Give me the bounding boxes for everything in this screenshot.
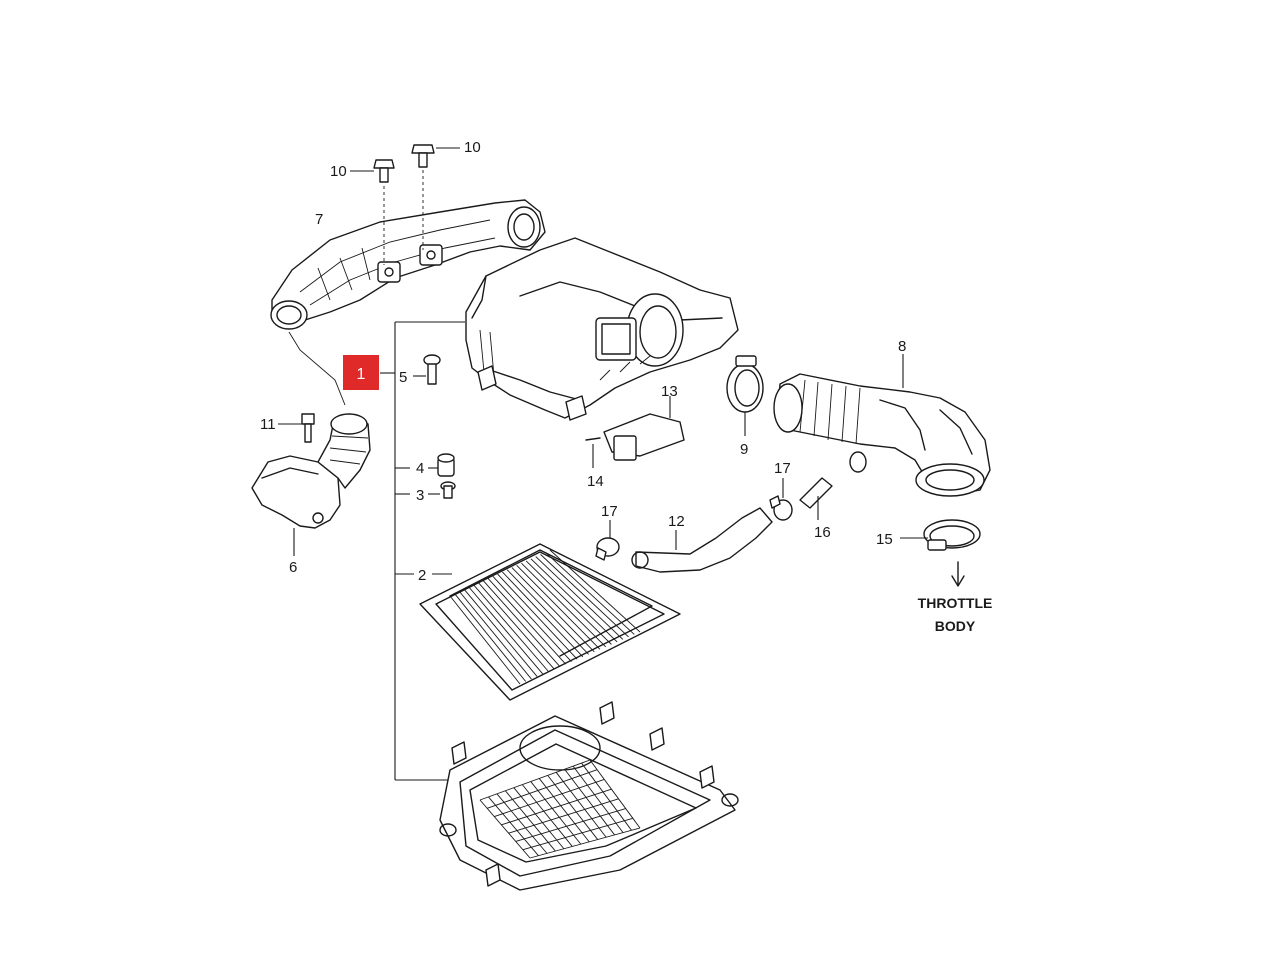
- air-cleaner-lower-housing: [439, 701, 739, 891]
- part-label-2: 2: [418, 567, 426, 584]
- bolt-10-right: [411, 144, 460, 250]
- housing-grid: [479, 759, 641, 859]
- part-label-14: 14: [587, 473, 604, 490]
- clamp-17-lower: [595, 520, 620, 561]
- bolt-10-left: [350, 159, 395, 265]
- part-label-13: 13: [661, 383, 678, 400]
- part-label-10: 10: [330, 163, 347, 180]
- part-label-4: 4: [416, 460, 424, 477]
- maf-sensor: [603, 396, 685, 461]
- hose-clamp-9: [726, 355, 764, 436]
- throttle-body-line2: BODY: [935, 618, 976, 634]
- part-label-11: 11: [260, 416, 276, 433]
- bolt-11: [278, 413, 315, 443]
- air-intake-hose: [773, 354, 991, 497]
- callout-box: [343, 355, 379, 390]
- callout-1: 1: [343, 355, 379, 390]
- filter-pleats: [449, 549, 641, 685]
- part-label-7: 7: [315, 211, 323, 228]
- upper-air-duct: [270, 199, 546, 330]
- air-cleaner-upper-housing: [465, 237, 739, 421]
- callout-label: 1: [357, 366, 366, 383]
- bolt-3: [440, 481, 456, 499]
- breather-hose: [631, 507, 773, 573]
- connection-line: [288, 331, 346, 406]
- throttle-body-label: THROTTLE BODY: [918, 595, 993, 634]
- part-label-3: 3: [416, 487, 424, 504]
- part-label-10: 10: [464, 139, 481, 156]
- grommet-4: [437, 453, 455, 477]
- part-label-5: 5: [399, 369, 407, 386]
- hose-clamp-15: [900, 519, 981, 587]
- throttle-body-line1: THROTTLE: [918, 595, 993, 611]
- part-label-12: 12: [668, 513, 685, 530]
- screw-14: [585, 437, 601, 468]
- part-label-15: 15: [876, 531, 893, 548]
- part-label-9: 9: [740, 441, 748, 458]
- assembly-bracket-lines: [380, 321, 465, 781]
- part-label-17: 17: [601, 503, 618, 520]
- part-label-8: 8: [898, 338, 906, 355]
- part-label-17: 17: [774, 460, 791, 477]
- part-label-16: 16: [814, 524, 831, 541]
- lower-intake-duct: [251, 413, 371, 556]
- part-labels: 10 10 7 5 11 4 3 6 2 13 14 9 8 17 16 12 …: [260, 139, 906, 584]
- clamp-17-upper: [769, 478, 793, 521]
- part-label-6: 6: [289, 559, 297, 576]
- clip-5: [423, 354, 441, 385]
- pipe-16: [799, 477, 833, 520]
